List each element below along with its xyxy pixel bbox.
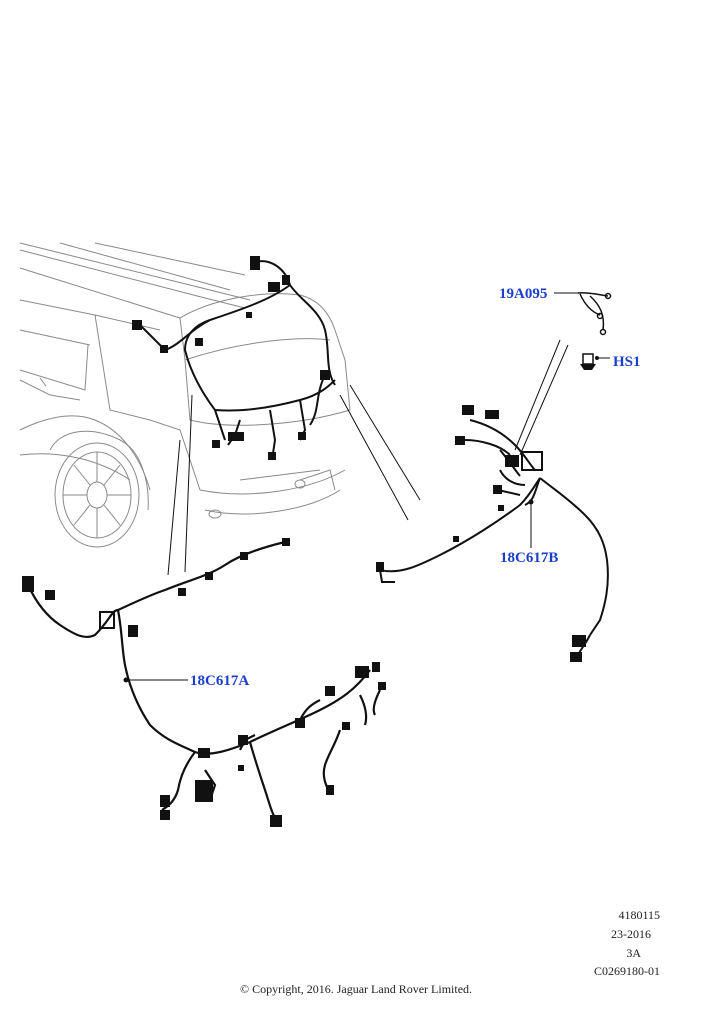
copyright-notice: © Copyright, 2016. Jaguar Land Rover Lim…: [239, 982, 473, 996]
vehicle-harness-connectors: [132, 256, 330, 460]
hs1-fastener-icon: [580, 353, 610, 370]
leader-lines: [167, 339, 569, 576]
reference-date: 23-2016: [611, 927, 651, 941]
harness-18c617b-connectors: [376, 405, 586, 662]
callout-18c617a[interactable]: 18C617A: [190, 673, 250, 689]
callout-18c617b[interactable]: 18C617B: [500, 550, 559, 566]
reference-number: 4180115: [618, 908, 660, 922]
reference-code: C0269180-01: [594, 964, 660, 978]
harness-18c617b: [379, 419, 609, 661]
harness-18c617a-connectors: [22, 538, 386, 827]
callout-hs1[interactable]: HS1: [613, 354, 641, 370]
callout-19a095[interactable]: 19A095: [499, 286, 548, 302]
vehicle-harness: [139, 260, 336, 461]
part-19a095: [577, 292, 612, 336]
reference-sheet: 3A: [626, 946, 641, 960]
vehicle-outline: [19, 242, 351, 548]
